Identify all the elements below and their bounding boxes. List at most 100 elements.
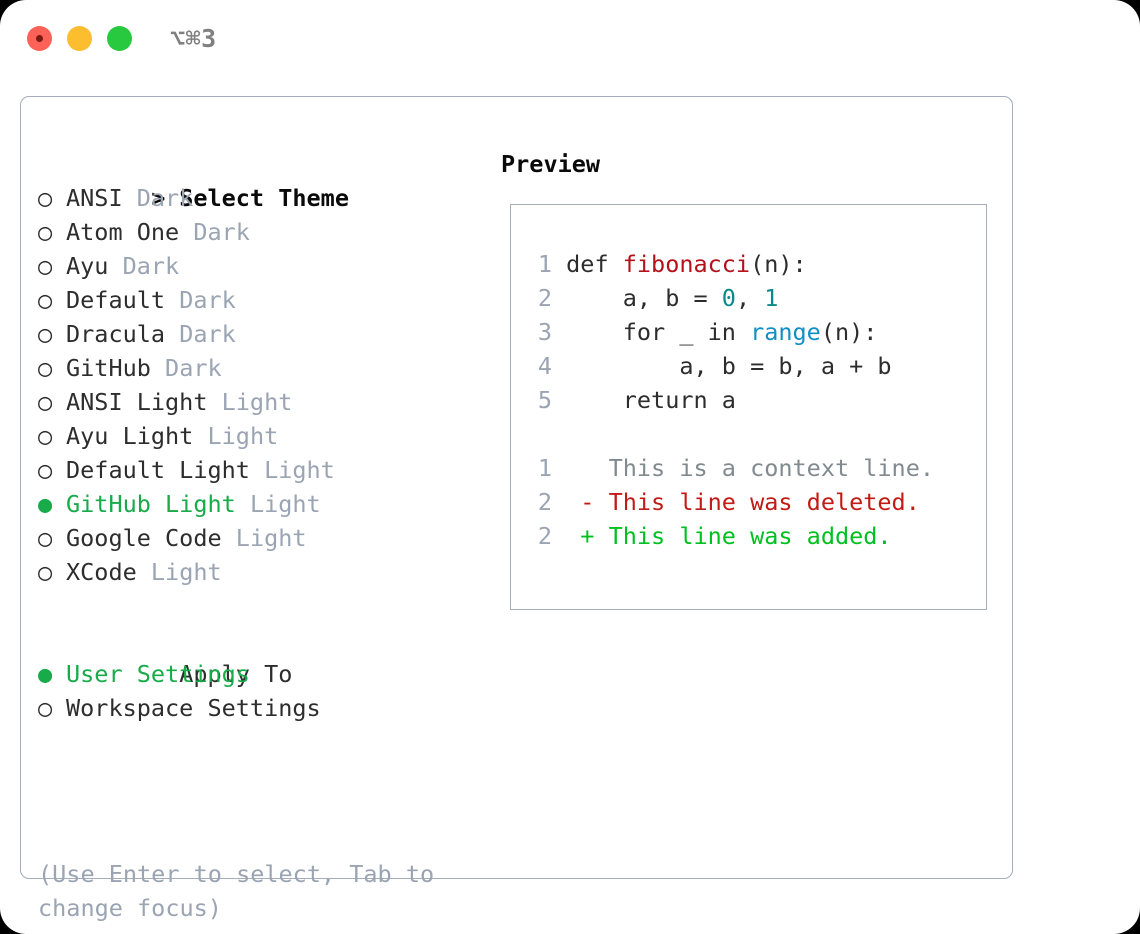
select-theme-heading-label: Select Theme — [179, 184, 349, 212]
radio-unselected-icon: ○ — [38, 524, 53, 552]
code-token: for _ in — [566, 318, 751, 346]
diff-line-number: 1 — [537, 454, 552, 482]
theme-option-name: GitHub Light — [66, 490, 236, 518]
radio-unselected-icon: ○ — [38, 218, 53, 246]
close-button[interactable] — [27, 26, 52, 51]
theme-option-list: ○ANSI Dark○Atom One Dark○Ayu Dark○Defaul… — [38, 181, 478, 589]
theme-option-name: ANSI Light — [66, 388, 208, 416]
theme-option-google-code[interactable]: ○ Google Code Light — [38, 521, 478, 555]
radio-unselected-icon: ○ — [38, 558, 53, 586]
theme-option-name: GitHub — [66, 354, 151, 382]
theme-option-category: Dark — [165, 354, 222, 382]
keyboard-hint-text: (Use Enter to select, Tab to change focu… — [38, 860, 435, 922]
theme-option-category: Light — [249, 490, 321, 518]
radio-unselected-icon: ○ — [38, 422, 53, 450]
theme-option-github[interactable]: ○ GitHub Dark — [38, 351, 478, 385]
radio-unselected-icon: ○ — [38, 354, 53, 382]
title-bar: ⌥⌘3 — [0, 0, 1140, 78]
code-token: def — [566, 250, 623, 278]
theme-option-ayu-light[interactable]: ○ Ayu Light Light — [38, 419, 478, 453]
code-token: a, b = — [566, 284, 722, 312]
radio-selected-icon: ● — [38, 490, 53, 518]
theme-option-xcode[interactable]: ○ XCode Light — [38, 555, 478, 589]
code-token: (n): — [750, 250, 807, 278]
radio-unselected-icon: ○ — [38, 252, 53, 280]
code-line-number: 5 — [537, 386, 552, 414]
code-line-number: 3 — [537, 318, 552, 346]
theme-option-category: Dark — [136, 184, 194, 212]
code-token: (n): — [820, 318, 878, 346]
apply-to-heading: Apply To — [38, 623, 478, 688]
theme-option-github-light[interactable]: ● GitHub Light Light — [38, 487, 478, 521]
theme-list-column: >Select Theme ○ANSI Dark○Atom One Dark○A… — [38, 147, 478, 725]
code-line-number: 2 — [537, 284, 552, 312]
theme-option-name: ANSI — [66, 184, 123, 212]
code-line-number: 1 — [537, 250, 552, 278]
theme-option-category: Light — [207, 422, 279, 450]
theme-option-ayu[interactable]: ○ Ayu Dark — [38, 249, 478, 283]
apply-to-option-label: User Settings — [66, 660, 250, 688]
theme-option-category: Light — [235, 524, 307, 552]
apply-to-option-list: ● User Settings ○ Workspace Settings — [38, 657, 478, 725]
list-spacer — [38, 589, 478, 623]
apply-to-option-user-settings[interactable]: ● User Settings — [38, 657, 478, 691]
theme-option-name: Ayu Light — [66, 422, 194, 450]
theme-option-category: Light — [150, 558, 222, 586]
cursor-caret-icon: > — [151, 184, 166, 212]
diff-line-text: + This line was added. — [580, 522, 892, 550]
apply-to-option-workspace-settings[interactable]: ○ Workspace Settings — [38, 691, 478, 725]
code-token: range — [750, 318, 821, 346]
code-line: 1 def fibonacci(n): — [524, 247, 974, 281]
diff-line: 2 - This line was deleted. — [524, 485, 974, 519]
theme-option-category: Dark — [179, 320, 236, 348]
radio-unselected-icon: ○ — [38, 694, 53, 722]
theme-option-dracula[interactable]: ○ Dracula Dark — [38, 317, 478, 351]
theme-option-atom-one[interactable]: ○Atom One Dark — [38, 215, 478, 249]
radio-unselected-icon: ○ — [38, 320, 53, 348]
code-line-number: 4 — [537, 352, 552, 380]
theme-option-name: Default — [66, 286, 166, 314]
code-line: 4 a, b = b, a + b — [524, 349, 974, 383]
radio-unselected-icon: ○ — [38, 388, 53, 416]
theme-option-name: XCode — [66, 558, 137, 586]
theme-option-name: Dracula — [66, 320, 166, 348]
radio-selected-icon: ● — [38, 660, 53, 688]
apply-to-heading-label: Apply To — [179, 660, 293, 688]
radio-unselected-icon: ○ — [38, 184, 53, 212]
diff-line-number: 2 — [537, 522, 552, 550]
theme-option-default-light[interactable]: ○ Default Light Light — [38, 453, 478, 487]
theme-option-category: Dark — [122, 252, 180, 280]
preview-column: Preview 1 def fibonacci(n):2 a, b = 0, 1… — [501, 147, 1001, 610]
diff-line: 1 This is a context line. — [524, 451, 974, 485]
keyboard-shortcut-label: ⌥⌘3 — [170, 24, 217, 53]
code-token: 0 — [721, 284, 736, 312]
theme-option-category: Light — [264, 456, 335, 484]
apply-to-option-label: Workspace Settings — [66, 694, 321, 722]
theme-option-name: Default Light — [66, 456, 250, 484]
code-blank-line — [524, 417, 974, 451]
code-token: a, b = b, a + b — [566, 352, 892, 380]
theme-option-ansi[interactable]: ○ ANSI Dark — [38, 181, 478, 215]
diff-line-number: 2 — [537, 488, 552, 516]
theme-option-name: Google Code — [66, 524, 222, 552]
diff-line-text: - This line was deleted. — [580, 488, 920, 516]
radio-unselected-icon: ○ — [38, 456, 53, 484]
theme-option-category: Dark — [193, 218, 250, 246]
theme-option-name: Ayu — [66, 252, 109, 280]
code-line: 2 a, b = 0, 1 — [524, 281, 974, 315]
maximize-button[interactable] — [107, 26, 132, 51]
code-line: 5 return a — [524, 383, 974, 417]
theme-option-default[interactable]: ○Default Dark — [38, 283, 478, 317]
diff-line-text: This is a context line. — [580, 454, 935, 482]
theme-picker-panel: >Select Theme ○ANSI Dark○Atom One Dark○A… — [20, 96, 1013, 922]
code-line: 3 for _ in range(n): — [524, 315, 974, 349]
code-token: 1 — [764, 284, 779, 312]
code-token: return a — [566, 386, 736, 414]
minimize-button[interactable] — [67, 26, 92, 51]
radio-unselected-icon: ○ — [38, 286, 53, 314]
select-theme-heading: > Select Theme — [38, 147, 478, 212]
theme-option-ansi-light[interactable]: ○ANSI Light Light — [38, 385, 478, 419]
